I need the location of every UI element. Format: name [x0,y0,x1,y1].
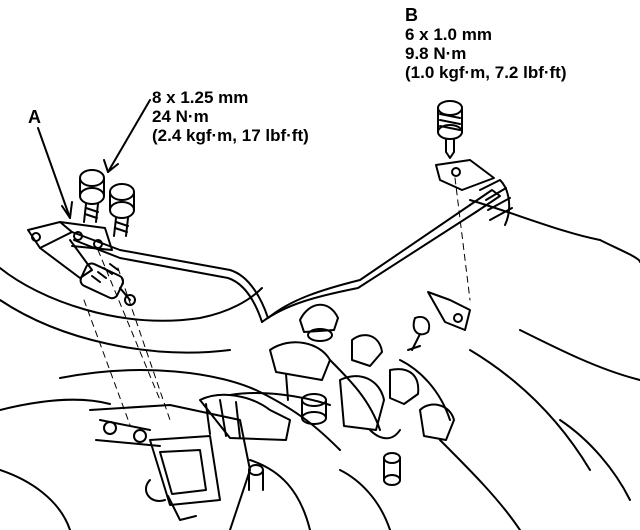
bolt-8mm-right [109,183,135,237]
b-bolt-torque: 9.8 N·m [405,44,467,63]
callout-a-letter: A [28,107,41,127]
cable-bracket-b [435,159,495,191]
left-bolt-size: 8 x 1.25 mm [152,88,249,107]
alignment-dashes [83,177,471,426]
b-bolt-torque-alt: (1.0 kgf·m, 7.2 lbf·ft) [405,63,567,82]
leader-a [37,127,71,219]
shift-cable-a [27,179,513,323]
callout-a: A [28,108,41,127]
left-bolt-torque-alt: (2.4 kgf·m, 17 lbf·ft) [152,126,309,145]
bolt-6mm-b [437,100,463,159]
clip-parts-right [407,291,471,351]
callout-left-bolts: 8 x 1.25 mm 24 N·m (2.4 kgf·m, 17 lbf·ft… [152,88,309,145]
engine-background [0,199,640,530]
leader-a-head [61,201,73,219]
left-bolt-torque: 24 N·m [152,107,209,126]
leader-left-bolts [107,99,151,173]
bolt-8mm-left [79,169,105,223]
shifter-housing-lower [89,404,264,530]
callout-b-letter: B [405,5,418,25]
leader-arrows [37,99,151,219]
cable-bracket-a [59,221,113,251]
shift-linkage-cluster [199,303,455,486]
callout-b: B 6 x 1.0 mm 9.8 N·m (1.0 kgf·m, 7.2 lbf… [405,5,567,83]
leader-left-bolts-head [103,159,119,173]
b-bolt-size: 6 x 1.0 mm [405,25,492,44]
